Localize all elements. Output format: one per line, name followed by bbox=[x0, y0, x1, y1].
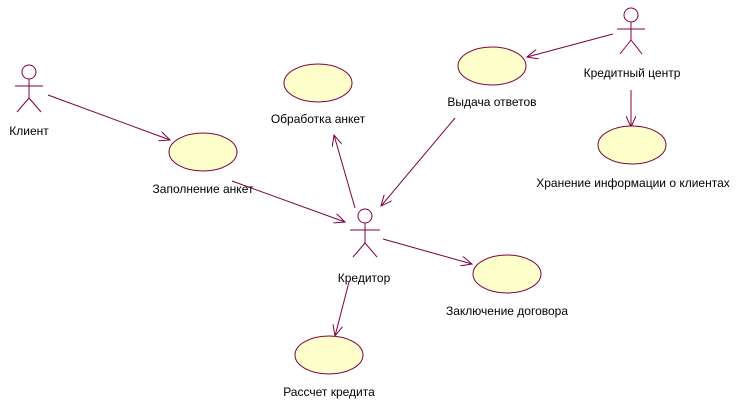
stick-figure-icon bbox=[617, 7, 645, 55]
actor-label: Кредитор bbox=[338, 271, 391, 285]
association-arrow-credit_center-to-issue_answers bbox=[527, 33, 614, 57]
actor-creditor[interactable]: Кредитор bbox=[338, 208, 391, 285]
usecase-label: Заполнение анкет bbox=[153, 182, 254, 196]
association-arrow-creditor-to-contract bbox=[382, 238, 472, 264]
associations bbox=[47, 33, 631, 336]
usecase-process-forms[interactable]: Обработка анкет bbox=[271, 63, 366, 126]
stick-figure-icon bbox=[15, 64, 43, 113]
usecase-ellipse bbox=[597, 125, 667, 165]
usecase-contract[interactable]: Заключение договора bbox=[446, 254, 568, 318]
association-arrow-fill_forms-to-creditor bbox=[231, 180, 345, 222]
usecase-ellipse bbox=[457, 46, 527, 86]
usecase-ellipse bbox=[472, 254, 542, 294]
actor-label: Клиент bbox=[9, 124, 49, 138]
usecase-store-info[interactable]: Хранение информации о клиентах bbox=[536, 125, 730, 190]
usecase-label: Заключение договора bbox=[446, 304, 568, 318]
usecase-issue-answers[interactable]: Выдача ответов bbox=[447, 46, 537, 109]
actor-credit-center[interactable]: Кредитный центр bbox=[584, 7, 681, 80]
association-arrow-client-to-fill_forms bbox=[47, 94, 170, 140]
usecase-label: Хранение информации о клиентах bbox=[536, 176, 730, 190]
actor-client[interactable]: Клиент bbox=[9, 64, 49, 138]
usecase-label: Обработка анкет bbox=[271, 112, 366, 126]
stick-figure-icon bbox=[350, 208, 380, 258]
usecase-ellipse bbox=[294, 335, 364, 375]
usecase-ellipse bbox=[283, 63, 353, 103]
association-arrow-issue_answers-to-creditor bbox=[381, 117, 456, 206]
actor-label: Кредитный центр bbox=[584, 66, 681, 80]
usecase-calc-credit[interactable]: Рассчет кредита bbox=[283, 335, 375, 399]
usecase-fill-forms[interactable]: Заполнение анкет bbox=[153, 132, 254, 196]
association-arrow-creditor-to-calc_credit bbox=[335, 281, 350, 336]
usecase-label: Рассчет кредита bbox=[283, 385, 375, 399]
association-arrow-creditor-to-process_forms bbox=[334, 135, 356, 209]
usecase-ellipse bbox=[168, 132, 238, 172]
usecase-label: Выдача ответов bbox=[447, 95, 536, 109]
